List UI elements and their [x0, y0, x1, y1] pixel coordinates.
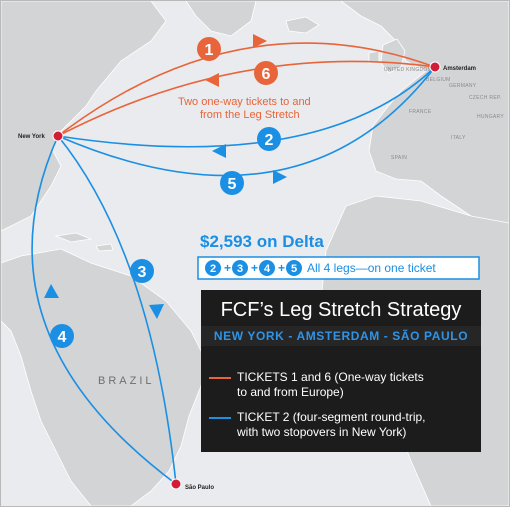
- city-label-sao-paulo: São Paulo: [185, 485, 214, 491]
- legend-item-blue-line2: with two stopovers in New York): [237, 425, 407, 439]
- region-label-brazil: BRAZIL: [98, 375, 155, 387]
- city-label-amsterdam: Amsterdam: [443, 66, 476, 72]
- greenland-land: [185, 1, 257, 37]
- country-label-belgium: BELGIUM: [426, 77, 451, 83]
- country-label-italy: ITALY: [451, 135, 466, 141]
- svg-text:4: 4: [58, 329, 67, 346]
- caribbean-islands: [54, 232, 114, 252]
- leg-badge-2: 2: [257, 127, 281, 151]
- country-label-france: FRANCE: [409, 109, 432, 115]
- leg-badge-3: 3: [130, 259, 154, 283]
- city-marker-sao-paulo: [170, 478, 182, 490]
- arrow-leg-5-icon: [273, 170, 287, 184]
- country-label-spain: SPAIN: [391, 155, 407, 161]
- leg-badge-6: 6: [254, 61, 278, 85]
- svg-text:6: 6: [262, 66, 271, 83]
- leg-badge-1: 1: [197, 37, 221, 61]
- svg-text:5: 5: [228, 176, 237, 193]
- city-label-new-york: New York: [18, 134, 45, 140]
- combo-number-3: 3: [237, 263, 243, 275]
- city-marker-amsterdam: [429, 61, 441, 73]
- route-leg-2: [57, 66, 436, 148]
- legend-item-blue: TICKET 2 (four-segment round-trip, with …: [209, 410, 475, 442]
- blue-routes: [31, 66, 436, 485]
- north-america-land: [1, 1, 167, 232]
- svg-text:2: 2: [265, 132, 274, 149]
- orange-note-line2: from the Leg Stretch: [200, 109, 300, 121]
- legend-item-orange-line1: TICKETS 1 and 6 (One-way tickets: [237, 370, 424, 384]
- leg-badges: 1 6 2 5 3 4: [50, 37, 281, 348]
- svg-text:1: 1: [205, 42, 214, 59]
- arrow-leg-4-icon: [44, 284, 59, 298]
- iceland-land: [285, 16, 320, 34]
- svg-text:+: +: [278, 261, 285, 275]
- legend-panel: FCF’s Leg Stretch Strategy NEW YORK - AM…: [201, 290, 481, 452]
- arrow-leg-1-icon: [253, 34, 267, 48]
- country-labels: UNITED KINGDOM BELGIUM GERMANY CZECH REP…: [384, 67, 504, 161]
- country-label-uk: UNITED KINGDOM: [384, 67, 432, 73]
- combo-text: All 4 legs—on one ticket: [307, 261, 436, 275]
- legend-title: FCF’s Leg Stretch Strategy: [220, 299, 462, 321]
- legend-swatch-blue: [209, 417, 231, 419]
- british-isles-land: [368, 38, 406, 74]
- leg-badge-4: 4: [50, 324, 74, 348]
- svg-text:+: +: [224, 261, 231, 275]
- svg-text:3: 3: [138, 264, 147, 281]
- orange-note-line1: Two one-way tickets to and: [178, 96, 311, 108]
- route-leg-4: [31, 135, 177, 485]
- combo-number-4: 4: [264, 263, 271, 275]
- route-leg-3: [57, 135, 177, 485]
- arrow-leg-2-icon: [212, 144, 226, 158]
- city-markers: [52, 61, 441, 490]
- legend-item-orange: TICKETS 1 and 6 (One-way tickets to and …: [209, 370, 475, 402]
- route-leg-6: [57, 60, 436, 137]
- legend-swatch-orange: [209, 377, 231, 379]
- svg-text:+: +: [251, 261, 258, 275]
- country-label-hungary: HUNGARY: [477, 114, 504, 120]
- leg-badge-5: 5: [220, 171, 244, 195]
- legend-subtitle: NEW YORK - AMSTERDAM - SÃO PAULO: [201, 326, 481, 346]
- city-marker-new-york: [52, 130, 64, 142]
- combo-box: 2 + 3 + 4 + 5 All 4 legs—on one ticket: [197, 256, 480, 280]
- combo-number-5: 5: [291, 263, 297, 275]
- direction-arrows: [44, 34, 287, 319]
- country-label-germany: GERMANY: [449, 83, 477, 89]
- arrow-leg-6-icon: [205, 73, 219, 87]
- country-label-czech: CZECH REP.: [469, 95, 502, 101]
- orange-routes: [57, 42, 436, 137]
- arrow-leg-3-icon: [149, 304, 164, 319]
- price-label: $2,593 on Delta: [200, 232, 324, 251]
- route-leg-1: [57, 42, 436, 137]
- legend-item-blue-line1: TICKET 2 (four-segment round-trip,: [237, 410, 426, 424]
- legend-item-orange-line2: to and from Europe): [237, 385, 344, 399]
- combo-number-2: 2: [210, 263, 216, 275]
